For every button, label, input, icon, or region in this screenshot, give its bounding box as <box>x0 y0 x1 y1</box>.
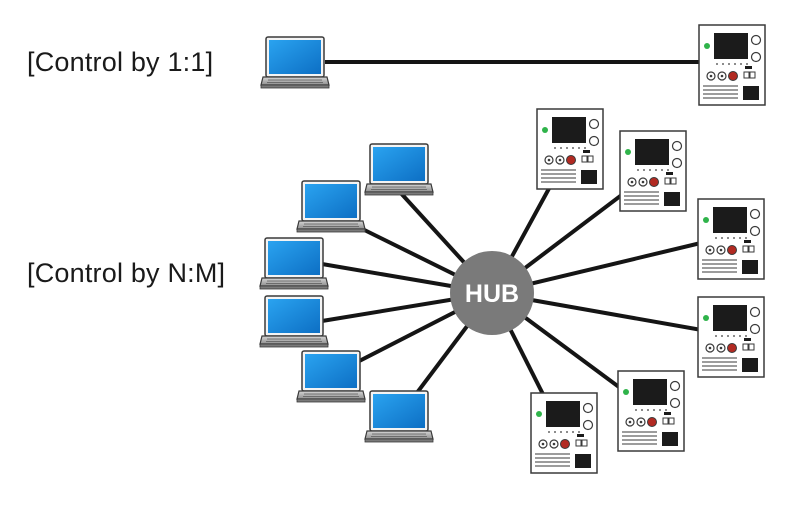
power-supply-icon <box>619 130 687 212</box>
hub-circle <box>450 251 534 335</box>
power-supply-icon <box>698 24 766 106</box>
hub-label: HUB <box>465 280 519 308</box>
power-supply-icon <box>697 198 765 280</box>
laptop-icon <box>364 390 434 443</box>
power-supply-icon <box>697 296 765 378</box>
label-control-n-to-m: [Control by N:M] <box>27 258 226 288</box>
hub-node: HUB <box>450 251 534 335</box>
power-supply-icon <box>617 370 685 452</box>
laptop-icon <box>259 237 329 290</box>
laptop-icon <box>259 295 329 348</box>
laptop-icon <box>296 350 366 403</box>
laptop-icon <box>364 143 434 196</box>
power-supply-icon <box>536 108 604 190</box>
power-supply-icon <box>530 392 598 474</box>
laptop-icon <box>260 36 330 89</box>
laptop-icon <box>296 180 366 233</box>
label-control-1-to-1: [Control by 1:1] <box>27 47 214 77</box>
